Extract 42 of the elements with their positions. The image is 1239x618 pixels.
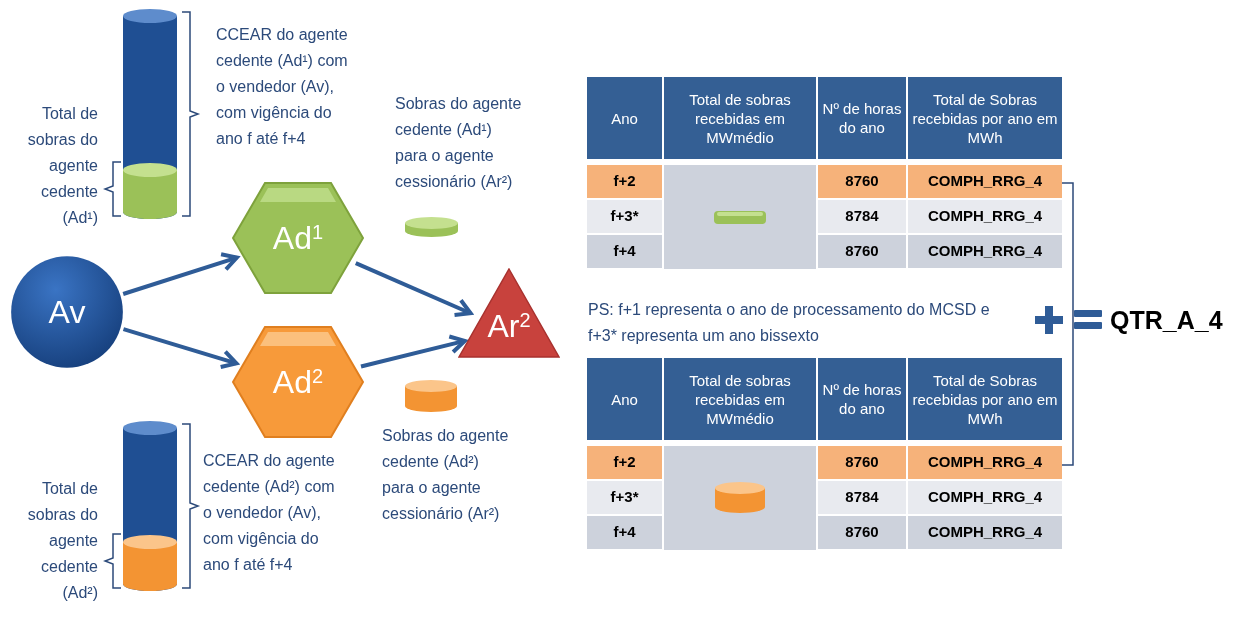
- table-cell: 8760: [818, 165, 906, 198]
- agent-hexagon: Ad$^{2}$: [232, 326, 364, 438]
- table-cell: COMPH_RRG_4: [908, 235, 1062, 268]
- table-cell: f+2: [587, 165, 662, 198]
- table-cell: f+2: [587, 446, 662, 479]
- header-cell: Nº de horas do ano: [818, 358, 906, 440]
- table-cell: COMPH_RRG_4: [908, 516, 1062, 549]
- note-text: CCEAR do agente cedente (Ad²) com o vendedor (Av), com vigência do ano f até f+4: [203, 451, 336, 575]
- header-cell: Total de Sobras recebidas por ano em MWh: [908, 77, 1062, 159]
- table-cell: 8760: [818, 516, 906, 549]
- note-text: Total de sobras do agente cedente (Ad²): [26, 479, 98, 603]
- table-cell: COMPH_RRG_4: [908, 165, 1062, 198]
- note-text: Total de sobras do agente cedente (Ad¹): [26, 104, 98, 228]
- note-text: PS: f+1 representa o ano de processamento do MCSD e f+3* representa um ano bissexto: [588, 300, 991, 346]
- arrow: [360, 334, 467, 369]
- header-cell: Total de sobras recebidas em MWmédio: [664, 77, 816, 159]
- table-cell: f+4: [587, 235, 662, 268]
- header-cell: Total de sobras recebidas em MWmédio: [664, 358, 816, 440]
- table-cell: 8784: [818, 200, 906, 233]
- table-cell: 8784: [818, 481, 906, 514]
- note-text: Sobras do agente cedente (Ad¹) para o agente cessionário (Ar²): [395, 94, 523, 192]
- table-cell: f+3*: [587, 200, 662, 233]
- note-text: Sobras do agente cedente (Ad²) para o agente cessionário (Ar²): [382, 426, 510, 524]
- result-text: QTR_A_4: [1110, 305, 1223, 336]
- table-cell: 8760: [818, 235, 906, 268]
- arrow: [122, 252, 239, 296]
- header-cell: Nº de horas do ano: [818, 77, 906, 159]
- table-cell: COMPH_RRG_4: [908, 446, 1062, 479]
- arrow: [354, 261, 473, 317]
- header-cell: Ano: [587, 358, 662, 440]
- table-cell: 8760: [818, 446, 906, 479]
- table-cell: COMPH_RRG_4: [908, 481, 1062, 514]
- agent-circle: Av: [10, 255, 124, 369]
- table-cell: COMPH_RRG_4: [908, 200, 1062, 233]
- table-cell: f+3*: [587, 481, 662, 514]
- agent-hexagon: Ad$^{1}$: [232, 182, 364, 294]
- arrow: [122, 327, 239, 369]
- header-cell: Total de Sobras recebidas por ano em MWh: [908, 358, 1062, 440]
- note-text: CCEAR do agente cedente (Ad¹) com o vendedor (Av), com vigência do ano f até f+4: [216, 25, 349, 149]
- header-cell: Ano: [587, 77, 662, 159]
- table-cell: f+4: [587, 516, 662, 549]
- agent-triangle: Ar$^{2}$: [458, 268, 560, 358]
